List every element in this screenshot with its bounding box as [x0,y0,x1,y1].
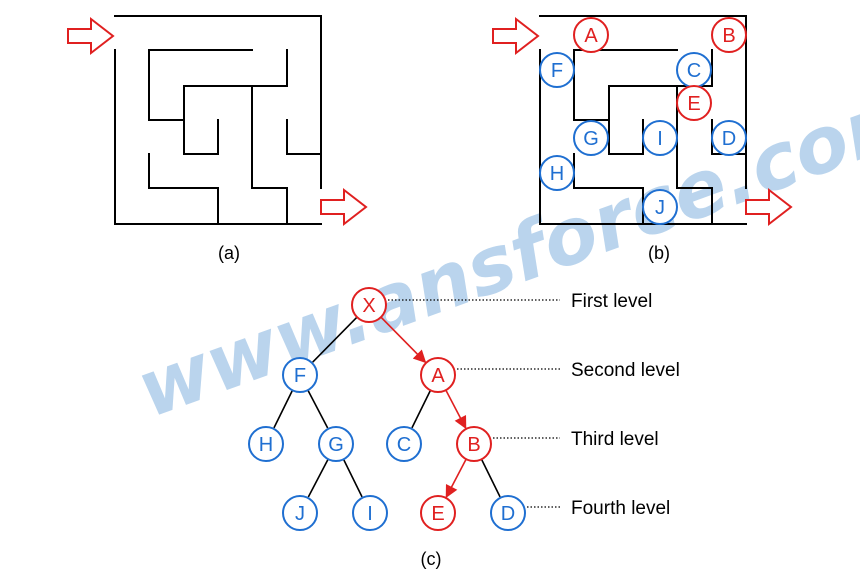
tree-edge-x-f [312,316,358,363]
node-h: H [539,155,575,191]
node-g: G [318,426,354,462]
node-circle [539,52,575,88]
node-label: A [584,25,598,47]
node-a: A [420,357,456,393]
level-label: First level [571,291,652,312]
caption-a: (a) [218,243,240,263]
node-circle [539,155,575,191]
node-circle [318,426,354,462]
maze-b-nodes: A B F CE G I D H J [539,17,747,225]
tree-edge-g-j [307,458,329,498]
node-circle [420,495,456,531]
node-circle [282,495,318,531]
tree-edge-b-d [480,458,501,498]
node-b: B [456,426,492,462]
node-label: B [722,25,735,47]
exit-arrow-icon [320,187,368,227]
node-circle [490,495,526,531]
node-label: G [583,128,599,150]
tree-nodes: X F A H G C B J I E D [248,287,526,531]
node-j: J [282,495,318,531]
node-e: E [676,85,712,121]
node-circle [248,426,284,462]
node-circle [420,357,456,393]
node-c: C [676,52,712,88]
node-f: F [282,357,318,393]
tree-edge-b-e [445,458,467,499]
node-c: C [386,426,422,462]
caption-c: (c) [421,549,442,569]
node-label: E [687,93,700,115]
maze-a [114,15,322,225]
level-leaders [388,299,560,508]
node-f: F [539,52,575,88]
node-i: I [642,120,678,156]
node-circle [456,426,492,462]
level-label: Second level [571,360,680,381]
exit-arrow-icon [745,187,793,227]
node-a: A [573,17,609,53]
node-label: J [655,197,665,219]
node-circle [711,17,747,53]
node-circle [573,120,609,156]
level-label: Third level [571,429,659,450]
node-label: C [397,434,411,456]
node-label: J [295,503,305,525]
node-circle [642,189,678,225]
node-circle [352,495,388,531]
node-label: H [259,434,273,456]
node-i: I [352,495,388,531]
node-x: X [351,287,387,323]
node-h: H [248,426,284,462]
node-b: B [711,17,747,53]
node-circle [642,120,678,156]
tree-edge-x-a [380,316,427,364]
node-label: I [657,128,663,150]
node-j: J [642,189,678,225]
node-label: G [328,434,344,456]
tree-edge-a-b [445,389,467,430]
entry-arrow-icon [492,16,540,56]
node-circle [386,426,422,462]
node-label: E [431,503,444,525]
node-d: D [711,120,747,156]
node-label: X [362,295,375,317]
node-circle [573,17,609,53]
tree-edges [273,316,501,499]
node-label: B [467,434,480,456]
node-circle [282,357,318,393]
node-label: I [367,503,373,525]
tree-edge-f-h [273,389,294,429]
node-label: D [722,128,736,150]
tree-edge-a-c [411,389,432,429]
node-label: F [551,60,563,82]
tree-edge-g-i [342,458,363,498]
node-circle [676,85,712,121]
node-label: A [431,365,445,387]
node-g: G [573,120,609,156]
entry-arrow-icon [67,16,115,56]
node-circle [711,120,747,156]
level-label: Fourth level [571,498,670,519]
node-label: D [501,503,515,525]
caption-b: (b) [648,243,670,263]
node-circle [351,287,387,323]
node-label: C [687,60,701,82]
tree-edge-f-g [307,389,329,429]
node-e: E [420,495,456,531]
node-label: H [550,163,564,185]
node-d: D [490,495,526,531]
node-label: F [294,365,306,387]
